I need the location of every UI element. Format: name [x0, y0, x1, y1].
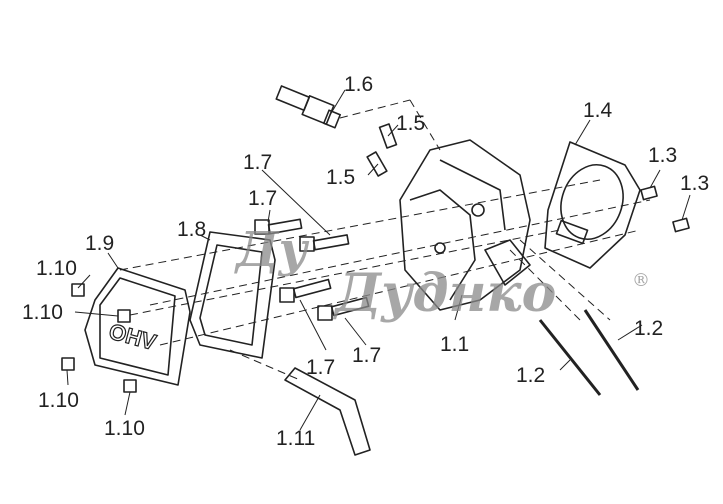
bolt-icon — [254, 218, 303, 235]
watermark: Дуднко — [335, 263, 557, 324]
screw-icon — [61, 357, 75, 371]
dowel-pin-icon — [378, 123, 398, 149]
label-cover-gasket: 1.8 — [177, 218, 207, 241]
label-pin: 1.3 — [680, 172, 710, 195]
push-rod-icon — [583, 309, 640, 391]
label-spark-plug: 1.6 — [344, 73, 374, 96]
bolt-icon — [279, 278, 332, 303]
label-valve-cover: 1.9 — [85, 232, 115, 255]
label-breather-tube: 1.11 — [276, 427, 316, 450]
breather-tube-icon — [284, 367, 371, 456]
cover-text: OHV — [106, 319, 159, 356]
label-push-rod: 1.2 — [516, 364, 546, 387]
label-bolt: 1.7 — [248, 187, 278, 210]
push-rod-icon — [538, 319, 602, 396]
cylinder-head-icon — [399, 139, 531, 311]
label-dowel-pin: 1.5 — [396, 112, 426, 135]
watermark: Ду — [236, 222, 308, 278]
label-bolt: 1.7 — [352, 344, 382, 367]
label-pin: 1.3 — [648, 144, 678, 167]
label-dowel-pin: 1.5 — [326, 166, 356, 189]
screw-icon — [71, 283, 85, 297]
label-bolt: 1.7 — [243, 151, 273, 174]
watermark-registered: ® — [632, 270, 650, 291]
bolt-icon — [299, 234, 350, 252]
leader-lines — [66, 89, 691, 431]
label-screw: 1.10 — [36, 257, 77, 280]
label-bolt: 1.7 — [306, 356, 336, 379]
screw-icon — [123, 379, 137, 393]
pin-icon — [672, 217, 690, 233]
dowel-pin-icon — [366, 151, 388, 177]
head-gasket-icon — [544, 141, 641, 269]
pin-icon — [640, 185, 658, 201]
label-cylinder-head: 1.1 — [440, 333, 470, 356]
label-push-rod: 1.2 — [634, 317, 664, 340]
label-head-gasket: 1.4 — [583, 99, 613, 122]
label-screw: 1.10 — [38, 389, 79, 412]
spark-plug-icon — [275, 85, 341, 129]
label-screw: 1.10 — [22, 301, 63, 324]
label-screw: 1.10 — [104, 417, 145, 440]
valve-cover-icon — [84, 267, 191, 386]
bolt-icon — [317, 296, 370, 321]
cover-gasket-icon — [189, 231, 276, 359]
